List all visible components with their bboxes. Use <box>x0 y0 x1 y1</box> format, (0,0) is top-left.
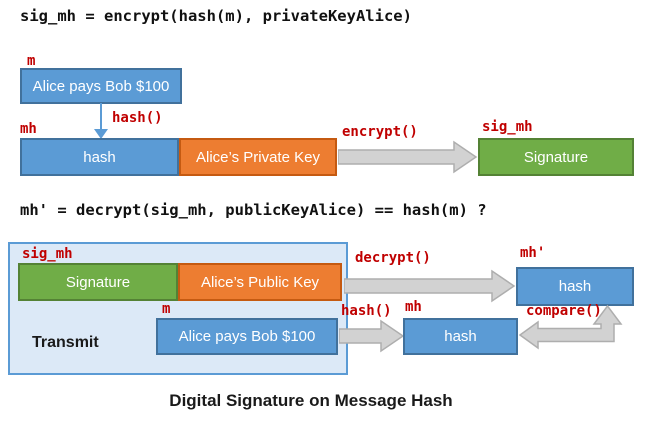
message-box: Alice pays Bob $100 <box>20 68 182 104</box>
sign-formula-text: sig_mh = encrypt(hash(m), privateKeyAlic… <box>20 7 412 25</box>
label-compare-fn: compare() <box>526 303 602 319</box>
encrypt-arrow-icon <box>338 140 478 174</box>
private-key-box: Alice’s Private Key <box>179 138 337 176</box>
signature-box: Signature <box>478 138 634 176</box>
label-hash-fn-verify: hash() <box>341 303 392 319</box>
diagram-caption: Digital Signature on Message Hash <box>169 391 453 410</box>
message-box-received: Alice pays Bob $100 <box>156 318 338 355</box>
hash-down-arrow-icon <box>94 103 108 139</box>
label-mh: mh <box>20 121 37 137</box>
verify-formula-text: mh' = decrypt(sig_mh, publicKeyAlice) ==… <box>20 201 487 219</box>
hash-arrow-icon <box>339 319 405 353</box>
label-hash-fn: hash() <box>112 110 163 126</box>
label-m-received: m <box>162 301 171 317</box>
signature-box-received: Signature <box>18 263 178 301</box>
hash-box-computed: hash <box>403 318 518 355</box>
label-mh-prime: mh' <box>520 245 546 261</box>
label-encrypt-fn: encrypt() <box>342 124 418 140</box>
compare-arrow-icon <box>519 304 623 350</box>
label-decrypt-fn: decrypt() <box>355 250 431 266</box>
transmit-label: Transmit <box>32 334 99 351</box>
label-sig-mh: sig_mh <box>482 119 533 135</box>
label-mh-computed: mh <box>405 299 422 315</box>
label-m: m <box>27 53 36 69</box>
label-sig-mh-received: sig_mh <box>22 246 73 262</box>
public-key-box: Alice’s Public Key <box>178 263 342 301</box>
hash-box-decrypted: hash <box>516 267 634 306</box>
decrypt-arrow-icon <box>344 269 516 303</box>
hash-box: hash <box>20 138 179 176</box>
